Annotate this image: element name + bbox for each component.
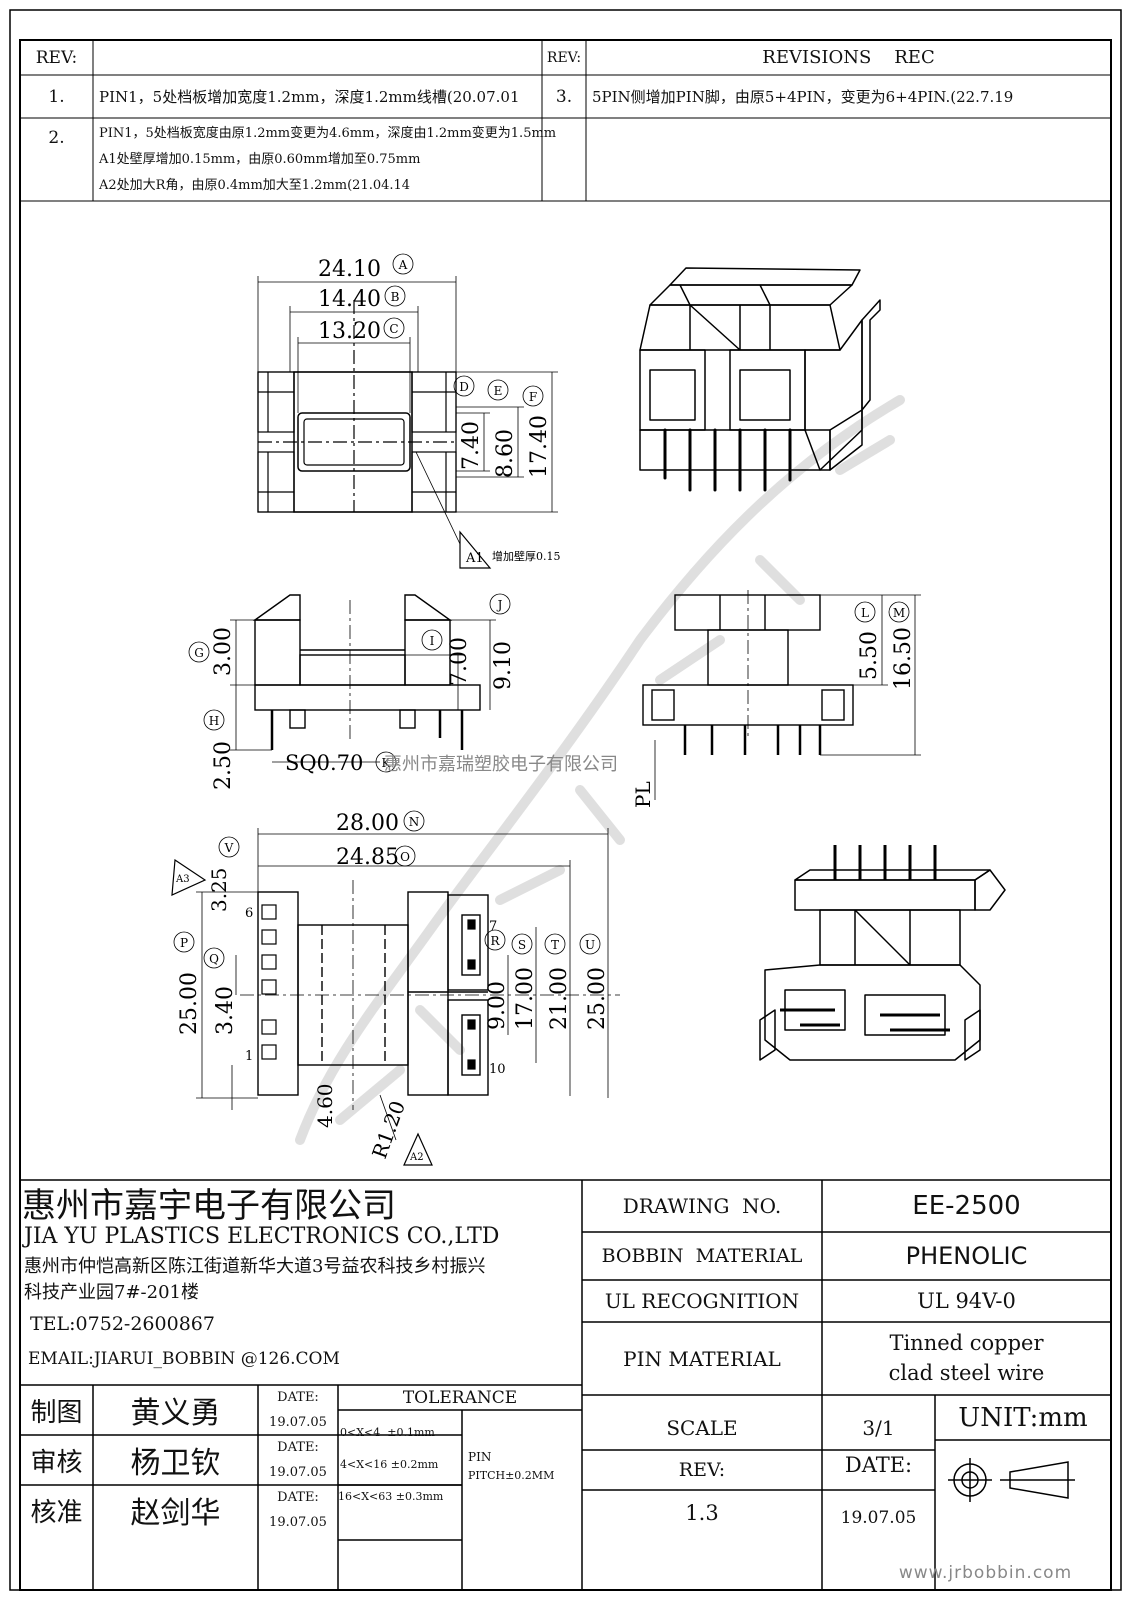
bottom-view-dimensions <box>171 810 609 1166</box>
role-approved-label: 核准 <box>30 1497 83 1528</box>
bottom-view <box>240 880 620 1110</box>
role-drawn-date: 19.07.05 <box>269 1415 327 1430</box>
pin-material-label: PIN MATERIAL <box>623 1346 781 1371</box>
rev-row-2-line-1: PIN1，5处档板宽度由原1.2mm变更为4.6mm，深度由1.2mm变更为1.… <box>99 126 557 141</box>
company-name-en: JIA YU PLASTICS ELECTRONICS CO.,LTD <box>24 1223 500 1249</box>
role-checked-label: 审核 <box>30 1447 83 1478</box>
tolerance-range-2: 4<X<16 ±0.2mm <box>340 1457 439 1471</box>
ul-recognition-value: UL 94V-0 <box>917 1289 1016 1313</box>
iso-view-top <box>639 267 881 471</box>
company-name-cn: 惠州市嘉宇电子有限公司 <box>22 1185 396 1225</box>
pin-pitch-label-2: PITCH±0.2MM <box>468 1468 555 1482</box>
role-drawn-label: 制图 <box>30 1397 83 1428</box>
rev-row-2-text: PIN1，5处档板宽度由原1.2mm变更为4.6mm，深度由1.2mm变更为1.… <box>99 121 557 199</box>
role-drawn-name: 黄义勇 <box>130 1396 221 1431</box>
pin-material-line-1: Tinned copper <box>889 1331 1044 1355</box>
tolerance-range-3: 16<X<63 ±0.3mm <box>338 1489 444 1503</box>
front-view-dimensions <box>188 593 511 773</box>
date-label: DATE: <box>844 1453 913 1477</box>
company-tel: TEL:0752-2600867 <box>30 1313 215 1335</box>
scale-value: 3/1 <box>862 1415 895 1440</box>
rev-row-1-text: PIN1，5处档板增加宽度1.2mm，深度1.2mm线槽(20.07.01 <box>99 87 520 106</box>
side-view <box>642 590 854 755</box>
role-checked-date-label: DATE: <box>277 1440 319 1455</box>
rev-header-title: REVISIONS REC <box>762 47 935 68</box>
rev-row-3-text: 5PIN侧增加PIN脚，由原5+4PIN，变更为6+4PIN.(22.7.19 <box>592 87 1014 106</box>
drawing-no-value: EE-2500 <box>912 1191 1021 1221</box>
website-watermark: www.jrbobbin.com <box>898 1563 1073 1583</box>
company-address-2: 科技产业园7#-201楼 <box>24 1282 199 1303</box>
rev-header-label-left: REV: <box>35 47 78 68</box>
title-block-lines <box>20 1179 1111 1590</box>
rev-row-2-no: 2. <box>48 128 65 148</box>
rev-value: 1.3 <box>685 1500 719 1525</box>
unit-value: UNIT:mm <box>958 1402 1088 1433</box>
role-approved-date-label: DATE: <box>277 1490 319 1505</box>
inner-border <box>19 39 1112 1591</box>
pin-material-value: Tinned copper clad steel wire <box>822 1328 1111 1388</box>
company-address-1: 惠州市仲恺高新区陈江街道新华大道3号益农科技乡村振兴 <box>24 1256 486 1277</box>
tolerance-range-1: 0<X<4 ±0.1mm <box>340 1425 435 1439</box>
ul-recognition-label: UL RECOGNITION <box>604 1289 800 1313</box>
side-view-dimensions <box>654 594 921 800</box>
bottom-view-pin-slots <box>261 904 476 1070</box>
front-view <box>252 594 481 750</box>
bobbin-material-value: PHENOLIC <box>905 1242 1028 1270</box>
drawing-no-label: DRAWING NO. <box>622 1194 782 1218</box>
role-approved-date: 19.07.05 <box>269 1515 327 1530</box>
tolerance-label: TOLERANCE <box>402 1387 518 1408</box>
top-view <box>257 300 457 513</box>
role-checked-date: 19.07.05 <box>269 1465 327 1480</box>
rev-row-2-line-3: A2处加大R角，由原0.4mm加大至1.2mm(21.04.14 <box>99 178 411 193</box>
date-value: 19.07.05 <box>840 1507 917 1528</box>
rev-header-label-right: REV: <box>546 49 582 66</box>
iso-view-top-pins <box>663 428 792 492</box>
pin-pitch-label-1: PIN <box>468 1450 492 1464</box>
top-view-dimensions <box>257 253 558 569</box>
watermark-stamp <box>295 395 905 1145</box>
revision-table-lines <box>20 40 1111 202</box>
scale-label: SCALE <box>666 1415 738 1440</box>
role-drawn-date-label: DATE: <box>277 1390 319 1405</box>
pin-material-line-2: clad steel wire <box>888 1361 1045 1385</box>
rev-row-3-no: 3. <box>555 86 573 107</box>
rev-row-1-no: 1. <box>48 86 65 107</box>
bobbin-material-label: BOBBIN MATERIAL <box>601 1245 803 1267</box>
rev-label: REV: <box>678 1459 726 1481</box>
role-checked-name: 杨卫钦 <box>130 1446 221 1481</box>
role-approved-name: 赵剑华 <box>130 1496 221 1531</box>
projection-symbol-icon <box>948 1458 1075 1502</box>
company-email: EMAIL:JIARUI_BOBBIN @126.COM <box>28 1349 340 1369</box>
rev-row-2-line-2: A1处壁厚增加0.15mm，由原0.60mm增加至0.75mm <box>99 152 421 167</box>
iso-view-bottom <box>759 845 1006 1061</box>
